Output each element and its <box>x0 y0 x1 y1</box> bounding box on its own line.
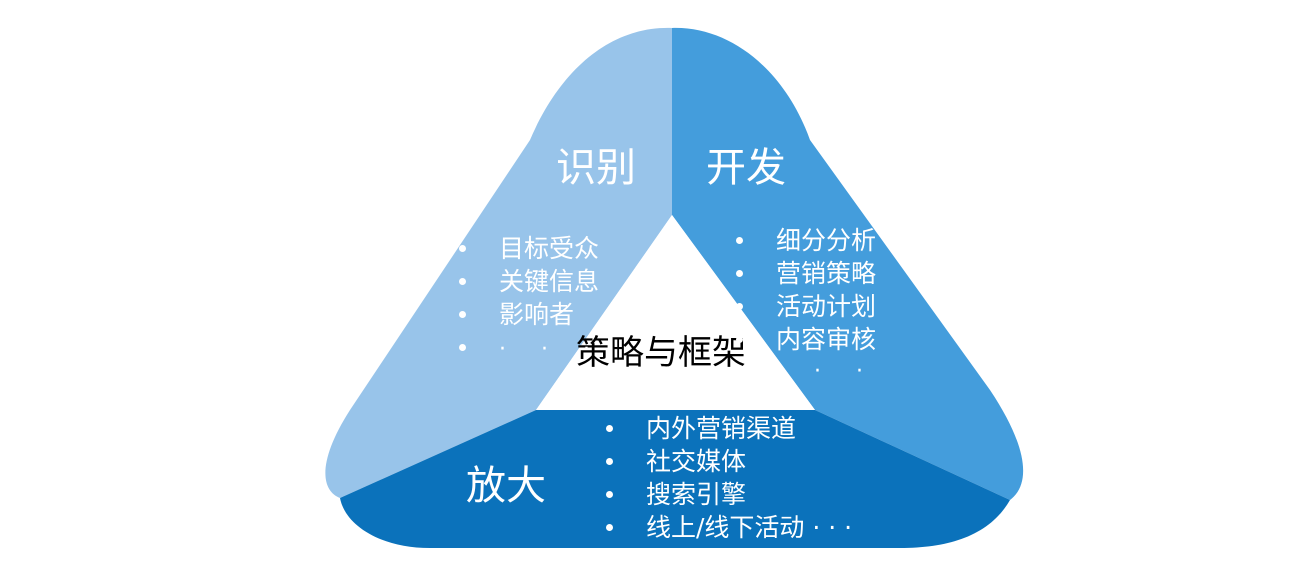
list-item: 内容审核 <box>736 323 877 356</box>
identify-title: 识别 <box>556 145 636 191</box>
list-item: · · <box>814 359 877 384</box>
segment-amplify <box>340 410 1010 548</box>
center-triangle <box>536 215 815 410</box>
list-item: 搜索引擎 <box>606 478 852 511</box>
bullet-icon <box>736 237 743 244</box>
list-item: 社交媒体 <box>606 445 852 478</box>
list-item: 内外营销渠道 <box>606 412 852 445</box>
bullet-icon <box>606 491 613 498</box>
list-item: 目标受众 <box>459 232 604 265</box>
list-item: 影响者 <box>459 298 604 331</box>
bullet-icon <box>606 425 613 432</box>
bullet-icon <box>736 270 743 277</box>
bullet-icon <box>606 524 613 531</box>
bullet-icon <box>459 344 466 351</box>
list-item: 关键信息 <box>459 265 604 298</box>
list-item: 细分分析 <box>736 224 877 257</box>
bullet-icon <box>459 245 466 252</box>
segment-develop <box>672 27 1024 501</box>
develop-title: 开发 <box>706 145 786 191</box>
list-item: 线上/线下活动 · · · <box>606 511 852 544</box>
bullet-icon <box>736 303 743 310</box>
develop-list: 细分分析 营销策略 活动计划 内容审核 · · <box>736 224 877 384</box>
list-item: 营销策略 <box>736 257 877 290</box>
center-title: 策略与框架 <box>576 333 746 373</box>
identify-list: 目标受众 关键信息 影响者 · · · <box>459 232 604 364</box>
list-item: · · · <box>459 331 604 364</box>
bullet-icon <box>606 458 613 465</box>
bullet-icon <box>459 278 466 285</box>
bullet-icon <box>736 336 743 343</box>
amplify-title: 放大 <box>466 463 546 509</box>
list-item: 活动计划 <box>736 290 877 323</box>
segment-identify <box>325 27 672 499</box>
bullet-icon <box>459 311 466 318</box>
amplify-list: 内外营销渠道 社交媒体 搜索引擎 线上/线下活动 · · · <box>606 412 852 544</box>
